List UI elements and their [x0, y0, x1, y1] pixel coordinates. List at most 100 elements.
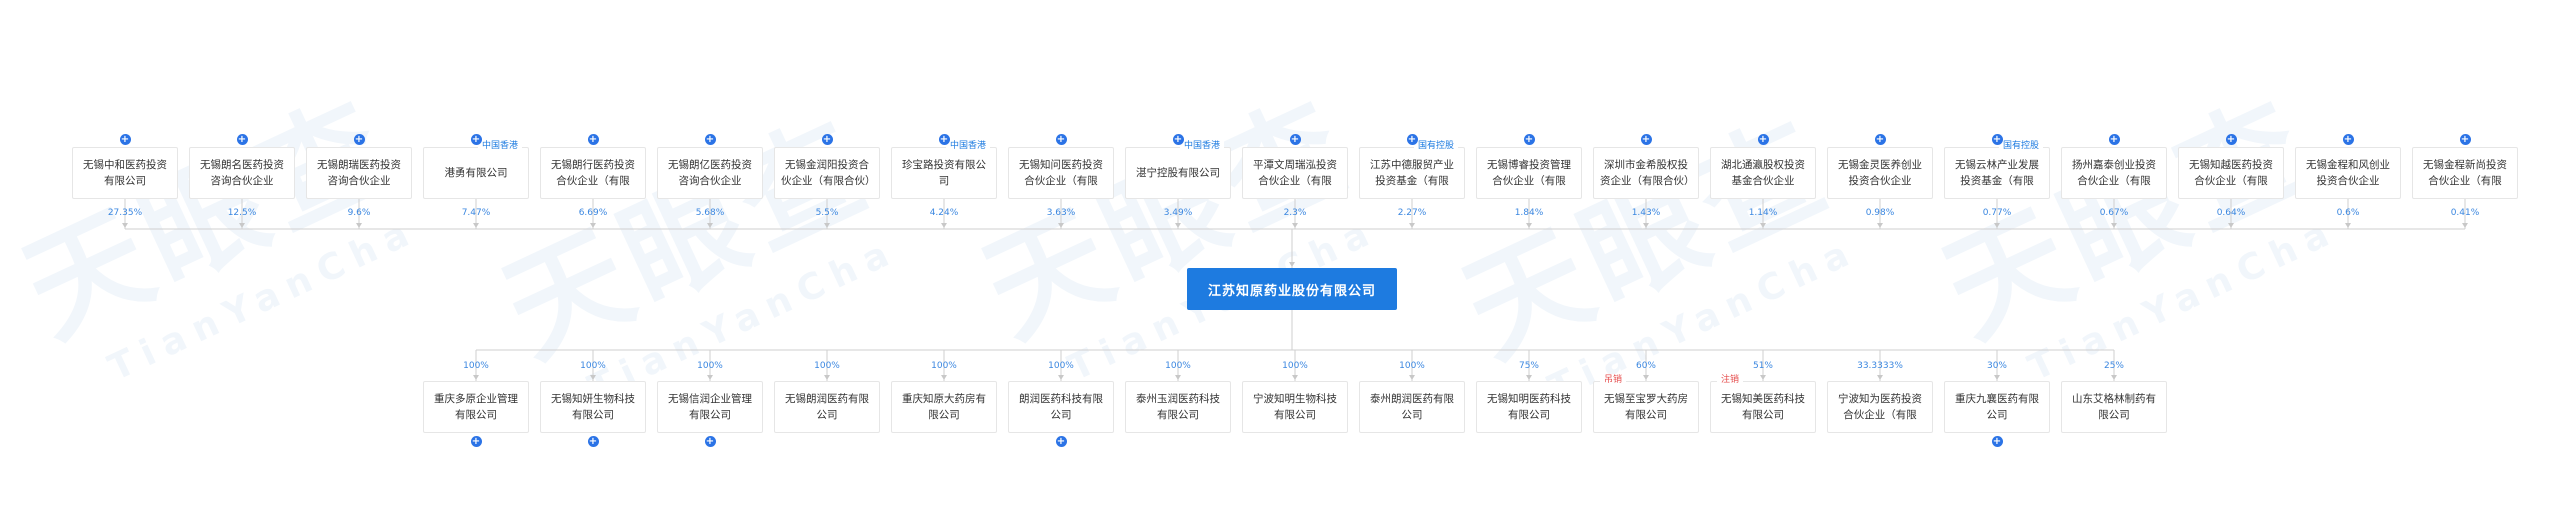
investment-node[interactable]: 无锡朗润医药有限公司: [774, 381, 880, 433]
share-percentage: 5.68%: [695, 208, 725, 218]
investment-node[interactable]: 朗润医药科技有限公司: [1008, 381, 1114, 433]
share-percentage: 51%: [1752, 361, 1773, 371]
investment-node[interactable]: 无锡至宝罗大药房有限公司吊销: [1593, 374, 1699, 433]
company-tag: 国有控股: [1998, 140, 2043, 152]
company-name: 无锡知明医药科技有限公司: [1487, 393, 1571, 421]
arrow-head: [707, 375, 713, 380]
arrow-head: [1877, 223, 1883, 228]
share-percentage: 12.5%: [227, 208, 257, 218]
shareholder-node[interactable]: 无锡朗名医药投资咨询合伙企业（有...: [189, 147, 295, 199]
expand-plus-icon[interactable]: +: [1523, 134, 1535, 145]
expand-plus-icon[interactable]: +: [938, 134, 950, 145]
share-percentage: 27.35%: [107, 208, 143, 218]
arrow-head: [1292, 223, 1298, 228]
expand-plus-icon[interactable]: +: [1874, 134, 1886, 145]
shareholder-node[interactable]: 珍宝路投资有限公司中国香港: [891, 140, 997, 199]
investment-node[interactable]: 重庆知原大药房有限公司: [891, 381, 997, 433]
share-percentage: 60%: [1635, 361, 1656, 371]
expand-plus-icon[interactable]: +: [821, 134, 833, 145]
arrow-head: [590, 375, 596, 380]
share-percentage: 30%: [1986, 361, 2007, 371]
expand-plus-icon[interactable]: +: [704, 134, 716, 145]
company-name: 山东艾格林制药有限公司: [2072, 393, 2156, 421]
expand-plus-icon[interactable]: +: [2108, 134, 2120, 145]
shareholder-node[interactable]: 无锡朗亿医药投资咨询合伙企业（有...: [657, 147, 763, 199]
shareholder-node[interactable]: 无锡金程新尚投资合伙企业（有限合...: [2412, 147, 2518, 199]
company-name: 重庆多原企业管理有限公司: [434, 393, 518, 421]
expand-plus-icon[interactable]: +: [1172, 134, 1184, 145]
investment-node[interactable]: 宁波知明生物科技有限公司: [1242, 381, 1348, 433]
investment-node[interactable]: 无锡知美医药科技有限公司注销: [1710, 374, 1816, 433]
investment-node[interactable]: 泰州玉润医药科技有限公司: [1125, 381, 1231, 433]
shareholder-node[interactable]: 平潭文周瑞泓投资合伙企业（有限合...: [1242, 147, 1348, 199]
company-tag: 中国香港: [1179, 140, 1224, 152]
shareholder-node[interactable]: 无锡云林产业发展投资基金（有限合... 国有控股: [1944, 140, 2050, 199]
investment-node[interactable]: 无锡知妍生物科技有限公司: [540, 381, 646, 433]
expand-plus-icon[interactable]: +: [587, 436, 599, 447]
share-percentage: 0.67%: [2099, 208, 2129, 218]
shareholder-node[interactable]: 无锡朗瑞医药投资咨询合伙企业（有...: [306, 147, 412, 199]
share-percentage: 100%: [463, 361, 489, 371]
shareholder-node[interactable]: 无锡博睿投资管理合伙企业（有限合...: [1476, 147, 1582, 199]
shareholder-node[interactable]: 无锡知越医药投资合伙企业（有限合...: [2178, 147, 2284, 199]
expand-plus-icon[interactable]: +: [119, 134, 131, 145]
share-percentage: 0.98%: [1865, 208, 1895, 218]
expand-plus-icon[interactable]: +: [1055, 134, 1067, 145]
shareholder-node[interactable]: 江苏中德服贸产业投资基金（有限合...国有控股: [1359, 140, 1465, 199]
expand-plus-icon[interactable]: +: [353, 134, 365, 145]
expand-plus-icon[interactable]: +: [587, 134, 599, 145]
shareholder-node[interactable]: 湖北通瀛股权投资基金合伙企业（有...: [1710, 147, 1816, 199]
arrow-head: [2345, 223, 2351, 228]
expand-plus-icon[interactable]: +: [1055, 436, 1067, 447]
shareholder-node[interactable]: 无锡金润阳投资合伙企业（有限合伙）: [774, 147, 880, 199]
expand-plus-icon[interactable]: +: [470, 436, 482, 447]
company-name: 江苏中德服贸产业投资基金（有限合...: [1370, 159, 1454, 187]
expand-plus-icon[interactable]: +: [2225, 134, 2237, 145]
shareholder-node[interactable]: 无锡金灵医养创业投资合伙企业（有...: [1827, 147, 1933, 199]
arrow-head: [1643, 375, 1649, 380]
share-percentage: 1.43%: [1631, 208, 1661, 218]
company-name: 湖北通瀛股权投资基金合伙企业（有...: [1721, 159, 1805, 187]
shareholder-node[interactable]: 扬州嘉泰创业投资合伙企业（有限合...: [2061, 147, 2167, 199]
center-company-node[interactable]: 江苏知原药业股份有限公司: [1187, 268, 1397, 310]
company-name: 无锡金灵医养创业投资合伙企业（有...: [1838, 159, 1922, 187]
expand-plus-icon[interactable]: +: [2459, 134, 2471, 145]
arrow-head: [941, 375, 947, 380]
investment-node[interactable]: 重庆多原企业管理有限公司: [423, 381, 529, 433]
company-name: 无锡金润阳投资合伙企业（有限合伙）: [781, 159, 873, 187]
shareholder-node[interactable]: 无锡知问医药投资合伙企业（有限合...: [1008, 147, 1114, 199]
investment-node[interactable]: 重庆九襄医药有限公司: [1944, 381, 2050, 433]
expand-plus-icon[interactable]: +: [2342, 134, 2354, 145]
expand-plus-icon[interactable]: +: [1289, 134, 1301, 145]
share-percentage: 0.6%: [2336, 208, 2360, 218]
expand-plus-icon[interactable]: +: [1991, 436, 2003, 447]
expand-plus-icon[interactable]: +: [470, 134, 482, 145]
investment-node[interactable]: 泰州朗润医药有限公司: [1359, 381, 1465, 433]
expand-plus-icon[interactable]: +: [1406, 134, 1418, 145]
investment-node[interactable]: 山东艾格林制药有限公司: [2061, 381, 2167, 433]
share-percentage: 75%: [1518, 361, 1539, 371]
company-name: 无锡至宝罗大药房有限公司: [1604, 393, 1688, 421]
company-name: 无锡金程新尚投资合伙企业（有限合...: [2423, 159, 2507, 187]
shareholder-node[interactable]: 无锡中和医药投资有限公司: [72, 147, 178, 199]
shareholder-node[interactable]: 港勇有限公司中国香港: [423, 140, 529, 199]
arrow-head: [1292, 375, 1298, 380]
expand-plus-icon[interactable]: +: [1757, 134, 1769, 145]
company-name: 无锡云林产业发展投资基金（有限合...: [1955, 159, 2039, 187]
expand-plus-icon[interactable]: +: [1991, 134, 2003, 145]
expand-plus-icon[interactable]: +: [704, 436, 716, 447]
expand-plus-icon[interactable]: +: [1640, 134, 1652, 145]
company-name: 港勇有限公司: [444, 167, 508, 179]
company-name: 泰州朗润医药有限公司: [1370, 393, 1454, 421]
company-name: 无锡朗润医药有限公司: [785, 393, 869, 421]
investment-node[interactable]: 宁波知为医药投资合伙企业（有限合...: [1827, 381, 1933, 433]
shareholder-node[interactable]: 深圳市金希股权投资企业（有限合伙）: [1593, 147, 1699, 199]
shareholder-node[interactable]: 无锡金程和风创业投资合伙企业（有...: [2295, 147, 2401, 199]
investment-node[interactable]: 无锡知明医药科技有限公司: [1476, 381, 1582, 433]
company-tag: 注销: [1717, 374, 1744, 386]
shareholder-node[interactable]: 无锡朗行医药投资合伙企业（有限合...: [540, 147, 646, 199]
company-name: 无锡金程和风创业投资合伙企业（有...: [2306, 159, 2390, 187]
expand-plus-icon[interactable]: +: [236, 134, 248, 145]
investment-node[interactable]: 无锡信润企业管理有限公司: [657, 381, 763, 433]
shareholder-node[interactable]: 湛宁控股有限公司中国香港: [1125, 140, 1231, 199]
